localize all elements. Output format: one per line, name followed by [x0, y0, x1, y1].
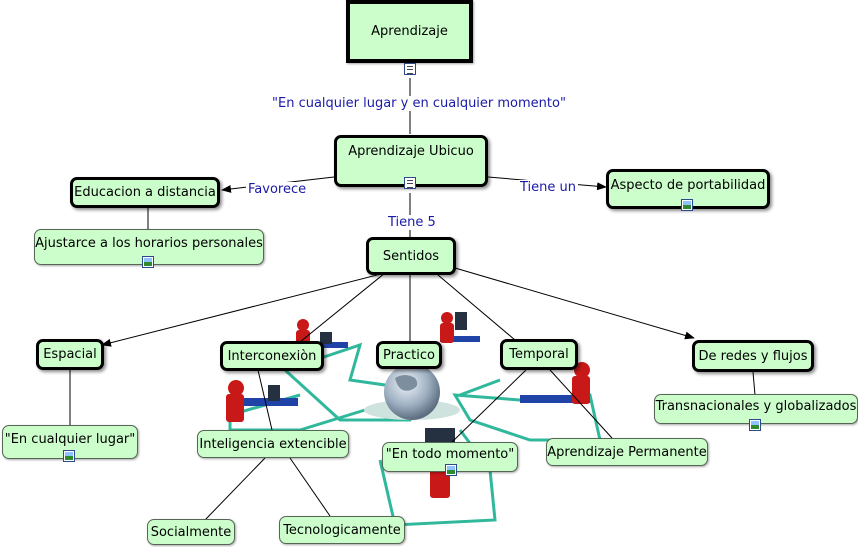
- node-redes-flujos[interactable]: De redes y flujos: [692, 340, 814, 372]
- node-temporal[interactable]: Temporal: [500, 339, 578, 370]
- node-interconexion-label: Interconexiòn: [227, 348, 317, 364]
- node-socialmente-label: Socialmente: [150, 524, 232, 540]
- node-practico-label: Practico: [383, 347, 435, 363]
- node-socialmente[interactable]: Socialmente: [147, 519, 235, 545]
- link-label-cualquier-momento: "En cualquier lugar y en cualquier momen…: [270, 96, 568, 111]
- image-icon[interactable]: [142, 256, 154, 268]
- link-label-tiene-5: Tiene 5: [386, 215, 438, 230]
- node-permanente-label: Aprendizaje Permanente: [547, 444, 707, 460]
- node-aprendizaje-permanente[interactable]: Aprendizaje Permanente: [546, 438, 708, 466]
- node-todo-momento-label: "En todo momento": [385, 447, 515, 462]
- node-ubicuo-label: Aprendizaje Ubicuo: [348, 144, 474, 159]
- node-espacial-label: Espacial: [43, 347, 97, 362]
- node-inteligencia-label: Inteligencia extencible: [199, 436, 347, 452]
- node-sentidos[interactable]: Sentidos: [366, 237, 456, 275]
- node-en-cualquier-lugar[interactable]: "En cualquier lugar": [2, 425, 138, 459]
- node-inteligencia-extencible[interactable]: Inteligencia extencible: [197, 430, 349, 458]
- doc-icon[interactable]: [404, 177, 416, 189]
- node-sentidos-label: Sentidos: [382, 248, 440, 264]
- node-temporal-label: Temporal: [509, 347, 569, 362]
- node-tecnologicamente-label: Tecnologicamente: [283, 522, 401, 538]
- network-illustration: [226, 312, 602, 527]
- doc-icon[interactable]: [404, 63, 416, 75]
- node-ajustarce-label: Ajustarce a los horarios personales: [35, 236, 263, 251]
- node-cualquier-lugar-label: "En cualquier lugar": [4, 432, 136, 447]
- node-portabilidad-label: Aspecto de portabilidad: [610, 178, 766, 193]
- image-icon[interactable]: [63, 450, 75, 462]
- image-icon[interactable]: [749, 419, 761, 431]
- node-educacion-distancia[interactable]: Educacion a distancia: [70, 177, 220, 208]
- image-icon[interactable]: [681, 199, 693, 211]
- node-aprendizaje-label: Aprendizaje: [371, 24, 448, 39]
- node-espacial[interactable]: Espacial: [36, 339, 104, 370]
- node-aprendizaje[interactable]: Aprendizaje: [346, 0, 473, 63]
- node-educacion-label: Educacion a distancia: [74, 185, 216, 200]
- link-label-favorece: Favorece: [246, 182, 309, 197]
- node-practico[interactable]: Practico: [376, 341, 442, 369]
- image-icon[interactable]: [445, 464, 457, 476]
- node-redes-label: De redes y flujos: [698, 348, 808, 364]
- link-label-tiene-un: Tiene un: [518, 180, 578, 195]
- node-interconexion[interactable]: Interconexiòn: [220, 341, 324, 371]
- node-tecnologicamente[interactable]: Tecnologicamente: [279, 516, 405, 544]
- node-transnacionales-label: Transnacionales y globalizados: [655, 399, 857, 414]
